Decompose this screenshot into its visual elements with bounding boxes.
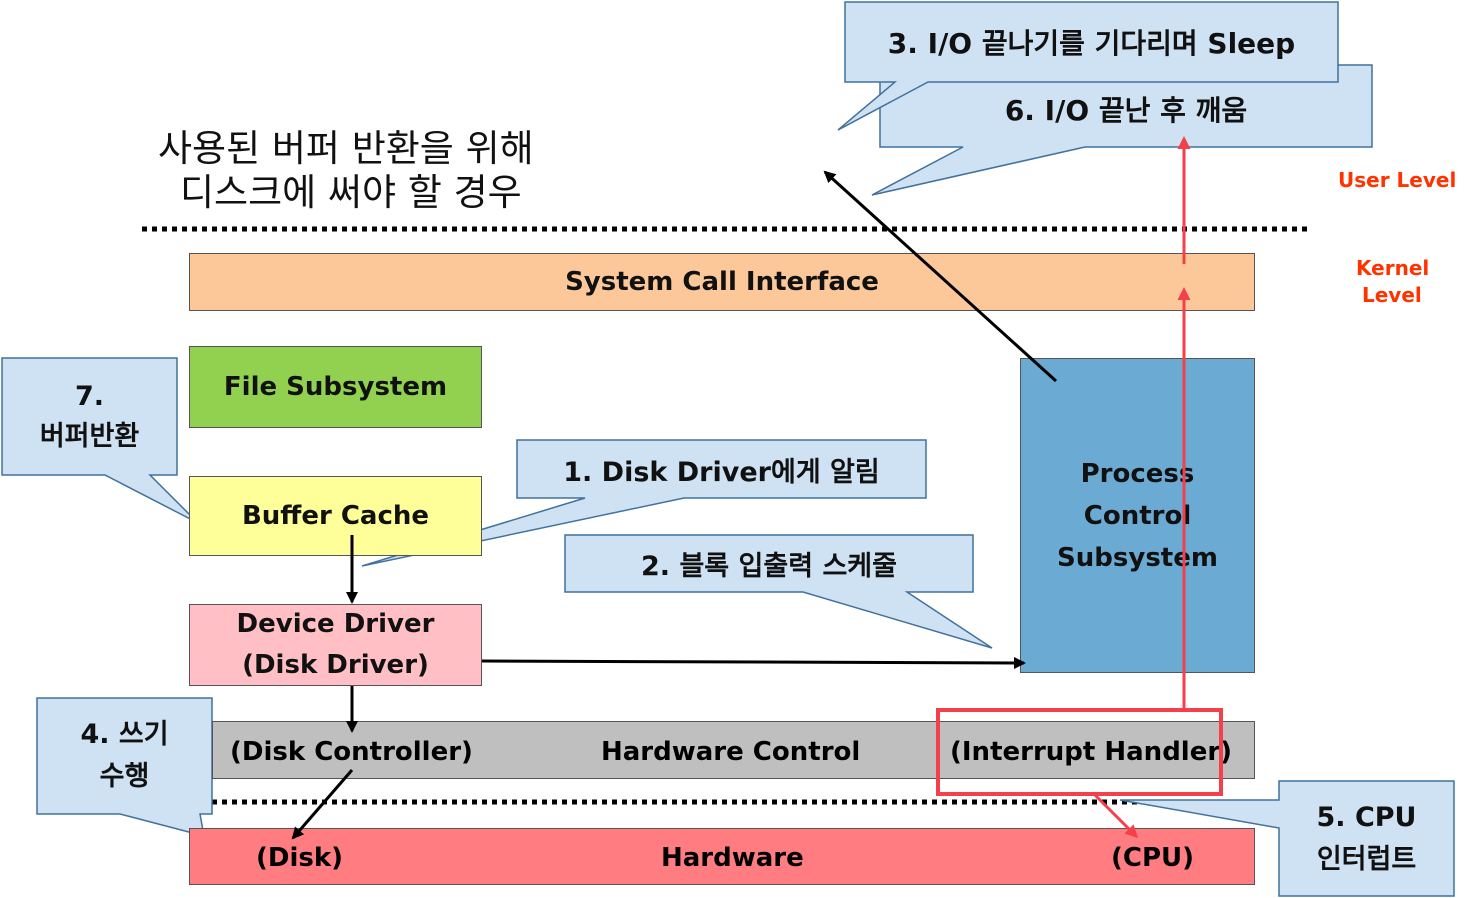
disk-driver-label: (Disk Driver) <box>242 650 429 680</box>
callout-3-text: 3. I/O 끝나기를 기다리며 Sleep <box>887 27 1296 60</box>
disk-label: (Disk) <box>256 843 344 873</box>
hardware-control-label: Hardware Control <box>601 737 861 767</box>
cpu-label: (CPU) <box>1111 843 1195 873</box>
buffer-cache-label: Buffer Cache <box>241 501 430 531</box>
kernel-level-label-1: Kernel <box>1356 256 1430 280</box>
callout-1-text: 1. Disk Driver에게 알림 <box>563 456 880 488</box>
callout-7-shape <box>1 357 199 524</box>
interrupt-handler-label: (Interrupt Handler) <box>950 737 1233 767</box>
heading-line-2: 디스크에 써야 할 경우 <box>180 171 522 214</box>
heading-line-1: 사용된 버퍼 반환을 위해 <box>158 127 534 170</box>
callout-3-shape <box>837 1 1339 131</box>
callout-7-line-1: 7. <box>74 380 105 412</box>
callout-7-line-2: 버퍼반환 <box>39 420 140 452</box>
file-subsystem-block: File Subsystem <box>189 346 482 428</box>
callout-5-shape <box>1119 780 1455 897</box>
buffer-cache-block: Buffer Cache <box>189 476 482 556</box>
callout-5-text: 5. CPU 인터럽트 <box>1279 781 1454 896</box>
user-level-label: User Level <box>1338 168 1457 192</box>
callout-2-shape <box>564 534 993 649</box>
process-label: Process <box>1080 458 1195 489</box>
callout-5-line-1: 5. CPU <box>1316 801 1417 833</box>
kernel-level-label-2: Level <box>1362 283 1422 307</box>
hardware-label: Hardware <box>661 843 804 873</box>
hardware-block <box>189 828 1255 885</box>
callout-7-text: 7. 버퍼반환 <box>2 358 177 475</box>
subsystem-label: Subsystem <box>1057 542 1218 573</box>
callout-2-text: 2. 블록 입출력 스케줄 <box>641 551 897 582</box>
callout-6-text: 6. I/O 끝난 후 깨움 <box>1004 94 1248 127</box>
system-call-interface-block: System Call Interface <box>189 253 1255 311</box>
callout-4-line-2: 수행 <box>99 761 150 792</box>
callout-4-line-1: 4. 쓰기 <box>80 719 169 750</box>
file-subsystem-label: File Subsystem <box>223 372 448 402</box>
callout-4-shape <box>36 697 213 838</box>
process-control-subsystem-block: Process Control Subsystem <box>1020 358 1255 673</box>
device-driver-label: Device Driver <box>236 609 435 639</box>
system-call-interface-label: System Call Interface <box>565 267 879 297</box>
disk-controller-label: (Disk Controller) <box>230 737 473 767</box>
control-label: Control <box>1083 500 1192 531</box>
device-driver-block: Device Driver (Disk Driver) <box>189 604 482 686</box>
callout-5-line-2: 인터럽트 <box>1316 843 1417 875</box>
callout-1-shape <box>361 439 927 567</box>
callout-4-text: 4. 쓰기 수행 <box>37 698 212 814</box>
